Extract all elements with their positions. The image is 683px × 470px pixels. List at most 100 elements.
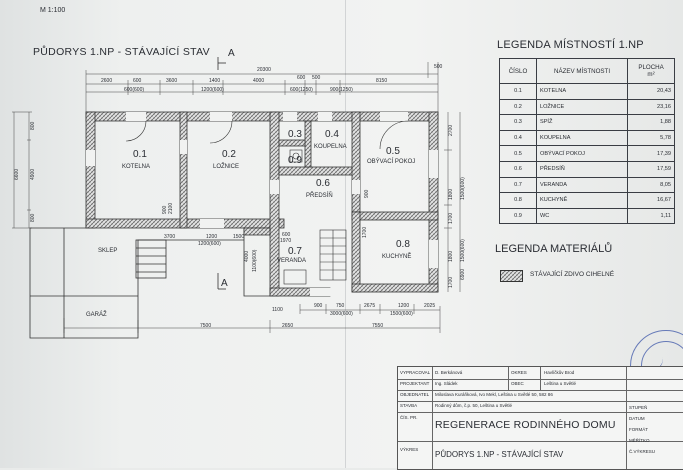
- dim-1100: 1100: [272, 307, 283, 313]
- dim-window-9: 1500(600): [460, 239, 466, 262]
- label-stavba: STAVBA: [400, 403, 418, 408]
- dim-1800: 1800: [448, 189, 454, 200]
- dim-800: 800: [30, 121, 36, 130]
- annex-garaz-label: GARÁŽ: [86, 310, 107, 318]
- dim-4000v: 4000: [244, 251, 250, 262]
- title-block: VYPRACOVAL D. Berkánová OKRES Havlíčkův …: [397, 366, 683, 470]
- material-legend-title: LEGENDA MATERIÁLŮ: [495, 243, 613, 255]
- label-vykres: VÝKRES: [400, 447, 419, 452]
- drawing-title: PŮDORYS 1.NP - STÁVAJÍCÍ STAV: [435, 450, 564, 459]
- dim-2675: 2675: [364, 303, 375, 309]
- dim-2025: 2025: [424, 303, 435, 309]
- dim-window-1: 600(600): [124, 87, 144, 93]
- dim-window-3: 600(1250): [290, 87, 313, 93]
- dim-2600: 2600: [101, 78, 112, 84]
- dim-2700: 2700: [448, 125, 454, 136]
- dim-7500: 7500: [200, 323, 211, 329]
- material-legend-label: STÁVAJÍCÍ ZDIVO CIHELNÉ: [530, 271, 615, 278]
- room-0-8-name: KUCHYNĚ: [382, 252, 411, 260]
- room-0-5-name: OBÝVACÍ POKOJ: [367, 158, 415, 165]
- room-0-2-number: 0.2: [222, 149, 236, 160]
- dim-500: 500: [434, 64, 443, 70]
- room-legend-title: LEGENDA MÍSTNOSTÍ 1.NP: [497, 39, 644, 51]
- label-projektant: PROJEKTANT: [400, 381, 430, 386]
- label-objednatel: OBJEDNATEL: [400, 392, 430, 397]
- dim-1200b: 1200: [206, 234, 217, 240]
- value-vypracoval: D. Berkánová: [435, 370, 463, 375]
- dim-8150: 8150: [376, 78, 387, 84]
- section-a-bottom: A: [221, 278, 228, 289]
- plan-title: PŮDORYS 1.NP - STÁVAJÍCÍ STAV: [33, 46, 210, 58]
- room-0-4-number: 0.4: [325, 129, 339, 140]
- dim-window-7: 1200(600): [198, 241, 221, 247]
- room-0-4-name: KOUPELNA: [314, 144, 347, 150]
- label-obec: OBEC: [511, 381, 524, 386]
- dim-3700: 3700: [164, 234, 175, 240]
- dim-750: 750: [336, 303, 345, 309]
- label-cis-vykresu: Č.VÝKRESU: [629, 449, 656, 454]
- value-projektant: Ing. Sládek: [435, 381, 458, 386]
- col-room-name: NÁZEV MÍSTNOSTI: [535, 58, 629, 84]
- room-0-5-number: 0.5: [386, 146, 400, 157]
- room-0-2-name: LOŽNICE: [213, 162, 239, 170]
- dim-window-4: 900(1250): [330, 87, 353, 93]
- scale-label: M 1:100: [40, 7, 66, 14]
- dim-7550: 7550: [372, 323, 383, 329]
- dim-2650: 2650: [282, 323, 293, 329]
- label-format: FORMÁT: [629, 427, 648, 432]
- dim-2100v: 2100: [168, 203, 174, 214]
- room-0-3-number: 0.3: [288, 129, 302, 140]
- dim-600b: 600: [297, 75, 306, 81]
- dim-1700b: 1700: [448, 277, 454, 288]
- dim-3600: 3600: [166, 78, 177, 84]
- dim-4900: 4900: [30, 169, 36, 180]
- dim-1400: 1400: [209, 78, 220, 84]
- label-okres: OKRES: [511, 370, 527, 375]
- value-stavba: Rodinný dům, č.p. 50, Leština u Světlé: [435, 403, 513, 408]
- room-0-1-number: 0.1: [133, 149, 147, 160]
- room-0-8-number: 0.8: [396, 239, 410, 250]
- room-0-1-name: KOTELNA: [122, 164, 150, 170]
- label-vypracoval: VYPRACOVAL: [400, 370, 431, 375]
- value-okres: Havlíčkův Brod: [544, 370, 575, 375]
- dim-500b: 500: [312, 75, 321, 81]
- dim-1700v: 1700: [362, 227, 368, 238]
- room-0-7-name: VERANDA: [277, 258, 306, 264]
- room-0-7-number: 0.7: [288, 246, 302, 257]
- dim-1800b: 1800: [448, 251, 454, 262]
- dim-window-2: 1200(600): [201, 87, 224, 93]
- dim-800b: 800: [30, 213, 36, 222]
- dim-6600: 6600: [14, 169, 20, 180]
- dim-900: 900: [314, 303, 323, 309]
- room-0-9-number: 0.9: [288, 155, 302, 166]
- dim-window-6: 1500(600): [390, 311, 413, 317]
- dim-600c: 600: [282, 232, 291, 238]
- dim-total-width: 20300: [257, 67, 271, 73]
- label-cis-pr: ČÍS. PR.: [400, 415, 418, 420]
- project-title: REGENERACE RODINNÉHO DOMU: [435, 419, 616, 431]
- paper-fold: [345, 0, 346, 468]
- label-meritko: MĚŘÍTKO: [629, 438, 650, 443]
- dim-4000: 4000: [253, 78, 264, 84]
- dim-600: 600: [133, 78, 142, 84]
- dim-window-5: 3000(600): [330, 311, 353, 317]
- col-number: ČÍSLO: [499, 58, 537, 84]
- value-objednatel: Miloslava Kuráňková, Ivo Mekl, Leština u…: [435, 392, 553, 397]
- section-a-top: A: [228, 48, 235, 59]
- label-stupen: STUPEŇ: [629, 405, 648, 410]
- value-obec: Leština u Světlé: [544, 381, 577, 386]
- dim-900v: 900: [162, 205, 168, 214]
- dim-900v2: 900: [364, 189, 370, 198]
- room-0-6-number: 0.6: [316, 178, 330, 189]
